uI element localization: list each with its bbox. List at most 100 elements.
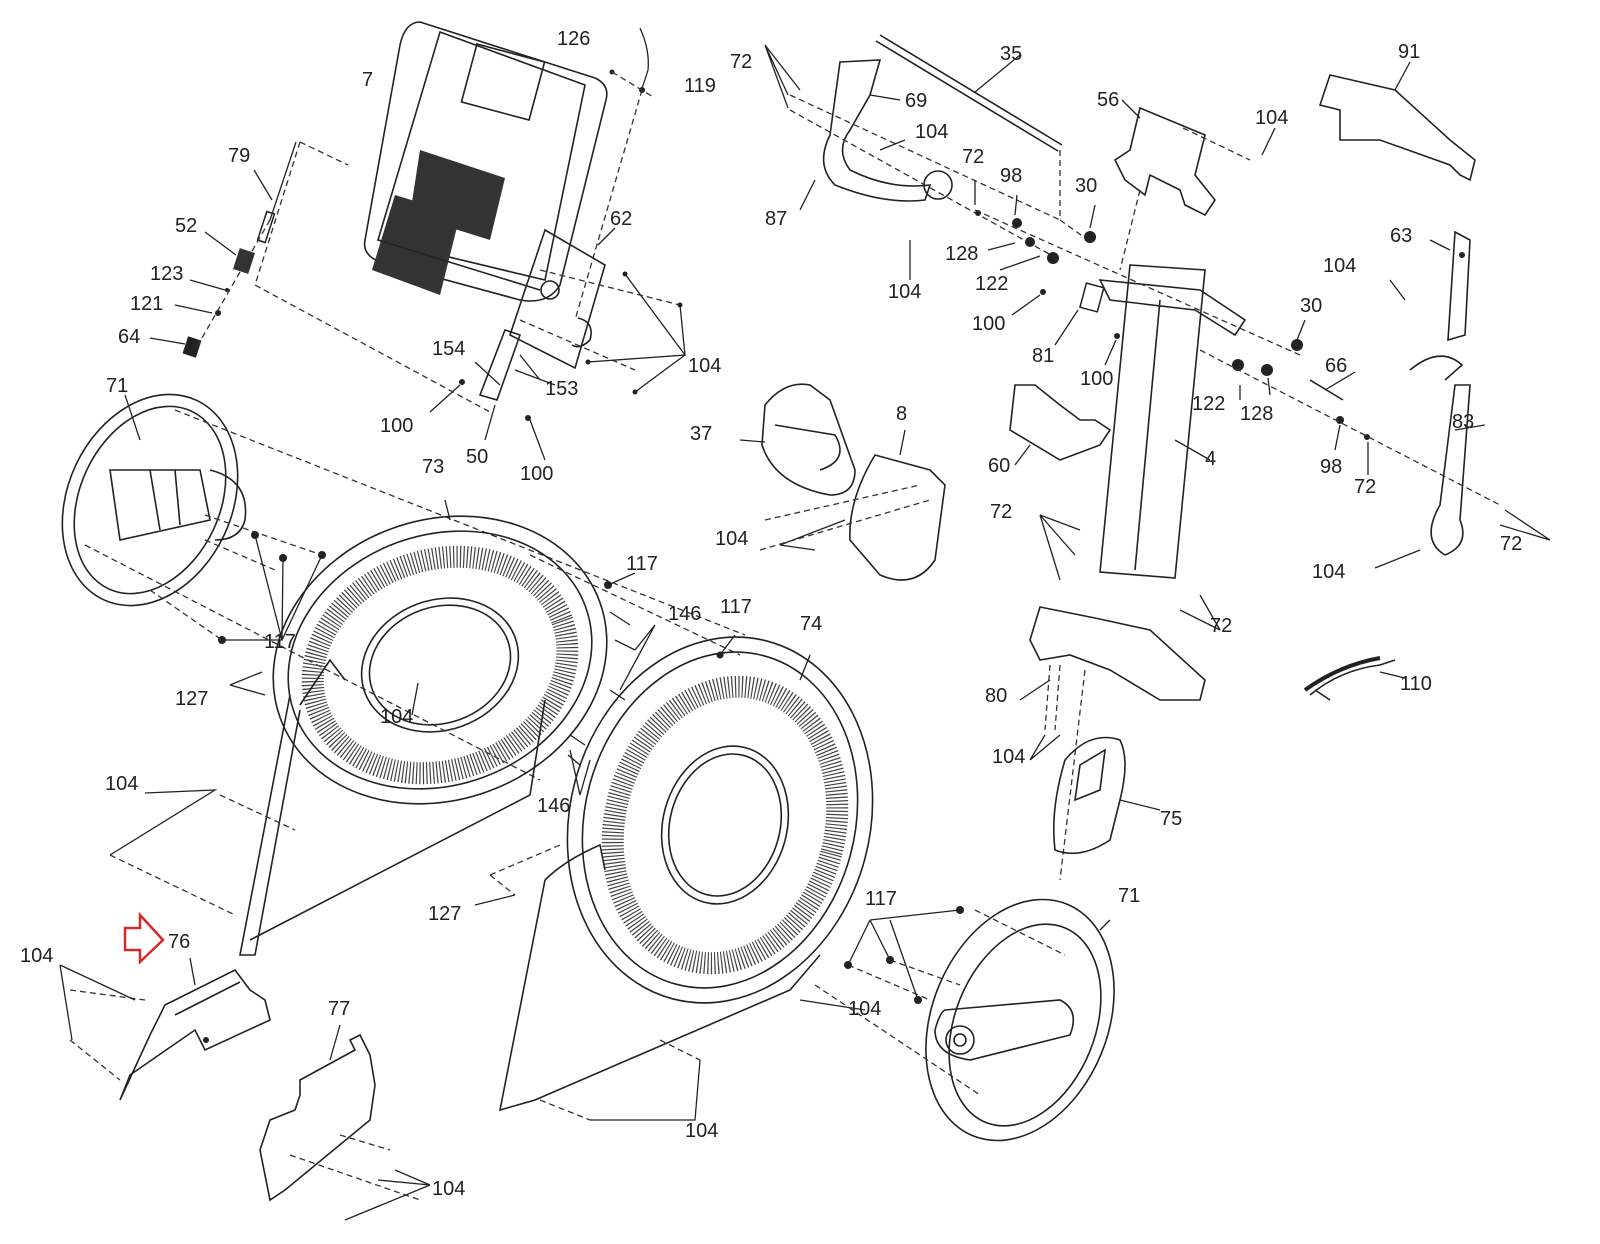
part-bracket-56 bbox=[1113, 99, 1251, 271]
label-122: 122 bbox=[1192, 393, 1225, 415]
label-71: 71 bbox=[1118, 885, 1140, 907]
label-4: 4 bbox=[1205, 448, 1216, 470]
label-104: 104 bbox=[1323, 255, 1356, 277]
label-146: 146 bbox=[668, 603, 701, 625]
label-64: 64 bbox=[118, 326, 140, 348]
label-30: 30 bbox=[1075, 175, 1097, 197]
part-handle-87 bbox=[764, 44, 1061, 280]
label-127: 127 bbox=[175, 688, 208, 710]
part-cable-110 bbox=[1303, 656, 1406, 692]
label-128: 128 bbox=[1240, 403, 1273, 425]
part-cover-91 bbox=[1261, 61, 1476, 182]
label-121: 121 bbox=[130, 293, 163, 315]
label-7: 7 bbox=[362, 69, 373, 91]
label-81: 81 bbox=[1032, 345, 1054, 367]
label-77: 77 bbox=[328, 998, 350, 1020]
part-cover-71-right bbox=[814, 898, 1115, 1142]
label-104: 104 bbox=[888, 281, 921, 303]
label-72: 72 bbox=[1500, 533, 1522, 555]
label-79: 79 bbox=[228, 145, 250, 167]
label-72: 72 bbox=[1210, 615, 1232, 637]
part-upright-4 bbox=[1098, 264, 1247, 579]
label-52: 52 bbox=[175, 215, 197, 237]
label-104: 104 bbox=[1255, 107, 1288, 129]
part-axle-hardware bbox=[974, 180, 1501, 506]
label-126: 126 bbox=[557, 28, 590, 50]
label-127: 127 bbox=[428, 903, 461, 925]
label-117: 117 bbox=[865, 888, 897, 910]
label-72: 72 bbox=[1354, 476, 1376, 498]
part-cable-119 bbox=[574, 27, 656, 321]
part-guard-76 bbox=[59, 957, 271, 1101]
label-37: 37 bbox=[690, 423, 712, 445]
label-63: 63 bbox=[1390, 225, 1412, 247]
label-30: 30 bbox=[1300, 295, 1322, 317]
label-91: 91 bbox=[1398, 41, 1420, 63]
label-80: 80 bbox=[985, 685, 1007, 707]
label-104: 104 bbox=[992, 746, 1025, 768]
label-71: 71 bbox=[106, 375, 128, 397]
label-119: 119 bbox=[684, 75, 716, 97]
label-100: 100 bbox=[972, 313, 1005, 335]
label-146: 146 bbox=[537, 795, 570, 817]
label-104: 104 bbox=[685, 1120, 718, 1142]
label-104: 104 bbox=[105, 773, 138, 795]
part-cover-75 bbox=[1053, 736, 1161, 855]
label-62: 62 bbox=[610, 208, 632, 230]
label-100: 100 bbox=[1080, 368, 1113, 390]
label-73: 73 bbox=[422, 456, 444, 478]
label-153: 153 bbox=[545, 378, 578, 400]
label-104: 104 bbox=[20, 945, 53, 967]
label-154: 154 bbox=[432, 338, 465, 360]
part-shroud-73 bbox=[109, 499, 608, 956]
label-123: 123 bbox=[150, 263, 183, 285]
part-rod-35 bbox=[875, 34, 1089, 241]
part-handle-83 bbox=[1309, 230, 1551, 701]
label-60: 60 bbox=[988, 455, 1010, 477]
label-56: 56 bbox=[1097, 89, 1119, 111]
label-76: 76 bbox=[168, 931, 190, 953]
label-74: 74 bbox=[800, 613, 822, 635]
part-cover-8 bbox=[759, 429, 946, 581]
label-104: 104 bbox=[380, 706, 413, 728]
part-knob-assembly bbox=[149, 141, 297, 358]
label-104: 104 bbox=[1312, 561, 1345, 583]
label-50: 50 bbox=[466, 446, 488, 468]
label-117: 117 bbox=[626, 553, 658, 575]
label-75: 75 bbox=[1160, 808, 1182, 830]
label-100: 100 bbox=[520, 463, 553, 485]
label-72: 72 bbox=[962, 146, 984, 168]
label-117: 117 bbox=[720, 596, 752, 618]
label-104: 104 bbox=[432, 1178, 465, 1200]
label-104: 104 bbox=[848, 998, 881, 1020]
part-guard-77 bbox=[259, 1024, 431, 1221]
part-cover-71-left bbox=[61, 393, 746, 781]
label-69: 69 bbox=[905, 90, 927, 112]
part-shroud-74 bbox=[474, 636, 874, 1121]
label-128: 128 bbox=[945, 243, 978, 265]
part-base-80 bbox=[1019, 514, 1221, 881]
label-110: 110 bbox=[1400, 673, 1432, 695]
label-98: 98 bbox=[1320, 456, 1342, 478]
part-console-7 bbox=[363, 21, 608, 302]
label-83: 83 bbox=[1452, 411, 1474, 433]
part-screws-146 bbox=[229, 554, 741, 796]
label-35: 35 bbox=[1000, 43, 1022, 65]
label-72: 72 bbox=[730, 51, 752, 73]
label-104: 104 bbox=[915, 121, 948, 143]
label-66: 66 bbox=[1325, 355, 1347, 377]
label-122: 122 bbox=[975, 273, 1008, 295]
label-98: 98 bbox=[1000, 165, 1022, 187]
label-87: 87 bbox=[765, 208, 787, 230]
part-cover-60 bbox=[1009, 384, 1112, 466]
label-8: 8 bbox=[896, 403, 907, 425]
label-104: 104 bbox=[715, 528, 748, 550]
label-117: 117 bbox=[264, 631, 296, 653]
part-cover-37 bbox=[739, 383, 856, 496]
part-bracket-62 bbox=[254, 141, 687, 461]
label-104: 104 bbox=[688, 355, 721, 377]
label-100: 100 bbox=[380, 415, 413, 437]
label-72: 72 bbox=[990, 501, 1012, 523]
highlight-arrow-icon bbox=[123, 911, 165, 965]
